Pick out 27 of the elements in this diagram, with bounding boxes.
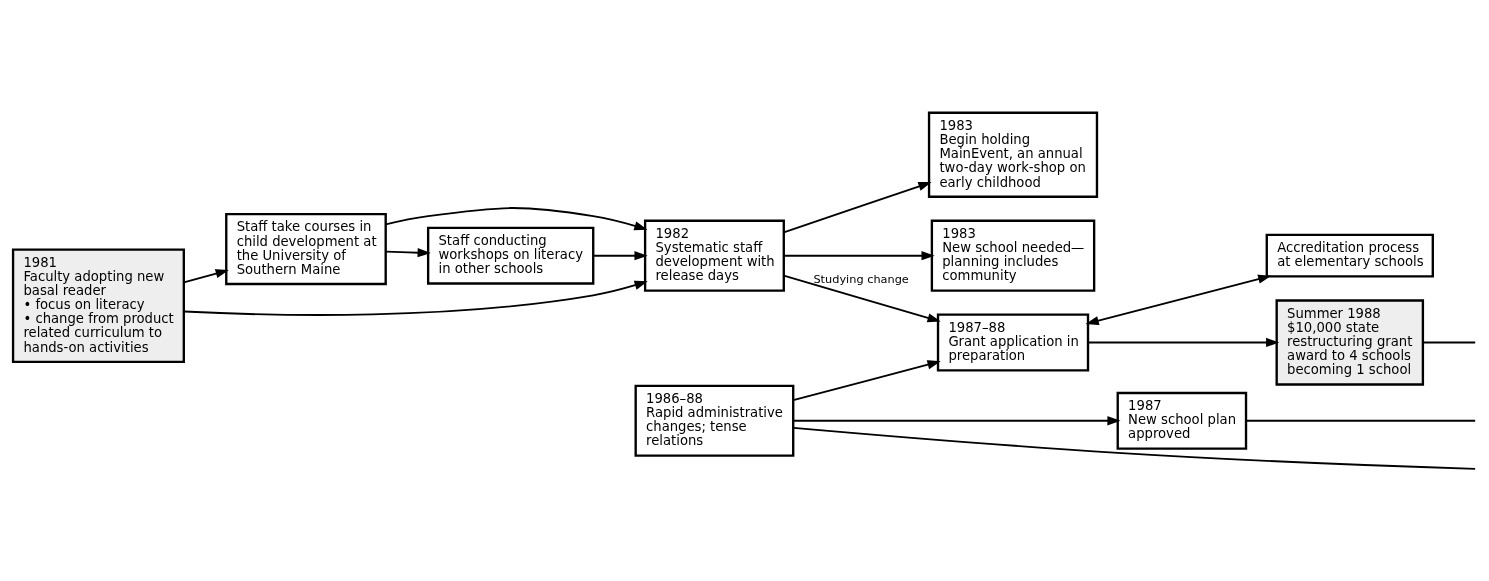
arrow [792, 359, 941, 401]
node-box: 1987 New school plan approved [1116, 391, 1248, 450]
arrow [1085, 274, 1272, 325]
connector [792, 426, 1477, 470]
node-box: 1982 Systematic staff development with release days [643, 219, 785, 292]
node-box: 1983 Begin holding MainEvent, an annual two-day work-shop on early childhood [927, 111, 1099, 198]
arrow [182, 268, 229, 283]
connector [1245, 419, 1477, 422]
arrow [183, 280, 648, 316]
node-box: 1983 New school needed— planning includes community [930, 219, 1096, 292]
node-box: Staff conducting workshops on literacy in other schools [426, 226, 595, 285]
connector [1422, 341, 1477, 343]
node-box: 1986–88 Rapid administrative changes; tense relations [634, 384, 795, 457]
arrow [384, 206, 648, 230]
node-box: Accreditation process at elementary schools [1265, 233, 1434, 278]
node-box: Summer 1988 $10,000 state restructuring grant award to 4 schools becoming 1 school [1275, 298, 1425, 386]
arrow [384, 247, 431, 257]
arrow [1087, 337, 1280, 347]
arrow [782, 274, 941, 322]
arrow [592, 250, 648, 260]
edge-label: Studying change [813, 271, 909, 286]
arrow [792, 415, 1121, 425]
node-box: 1981 Faculty adopting new basal reader • focus on literacy • change from product related curriculum to hands-on activities [11, 247, 185, 363]
arrow [782, 250, 935, 260]
node-box: 1987–88 Grant application in preparation [936, 312, 1090, 371]
arrow [782, 181, 932, 233]
node-box: Staff take courses in child development at the University of Southern Maine [225, 212, 387, 285]
